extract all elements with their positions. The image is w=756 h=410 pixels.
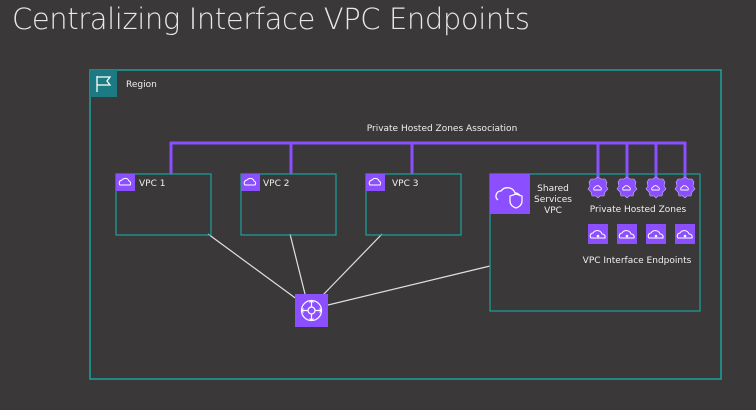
vpc-3: VPC 3 [365,173,462,236]
cloud-lock-icon [116,174,135,191]
shared-services-line-2: Services [534,195,572,205]
cloud-endpoint-icon [646,224,666,244]
vpc-label: VPC 1 [139,179,165,189]
transit-gateway-icon [295,294,328,327]
page-title: Centralizing Interface VPC Endpoints [12,2,530,36]
private-hosted-zones-label: Private Hosted Zones [590,205,687,215]
association-connectors [169,141,687,177]
cloud-shield-icon [490,174,530,214]
hosted-zone-shield-icon [616,176,638,199]
shared-services-line-3: VPC [544,206,562,216]
hosted-zone-icons [587,176,696,199]
region-label: Region [126,80,157,90]
cloud-lock-icon [366,174,385,191]
cloud-endpoint-icon [617,224,637,244]
cloud-endpoint-icon [588,224,608,244]
vpc-label: VPC 2 [263,179,289,189]
vpc-2: VPC 2 [240,173,337,236]
hosted-zone-shield-icon [587,176,609,199]
hosted-zone-shield-icon [674,176,696,199]
shared-services-line-1: Shared [537,184,569,194]
association-label: Private Hosted Zones Association [367,124,518,134]
endpoint-icons [588,224,695,244]
hosted-zone-shield-icon [645,176,667,199]
vpc-interface-endpoints-label: VPC Interface Endpoints [583,256,692,266]
region-box [89,69,722,380]
vpc-label: VPC 3 [392,179,418,189]
cloud-lock-icon [241,174,260,191]
shared-services-vpc: Shared Services VPC [489,173,701,312]
tgw-connections [207,233,491,306]
vpc-1: VPC 1 [115,173,212,236]
region-flag-icon [90,70,117,97]
cloud-endpoint-icon [675,224,695,244]
